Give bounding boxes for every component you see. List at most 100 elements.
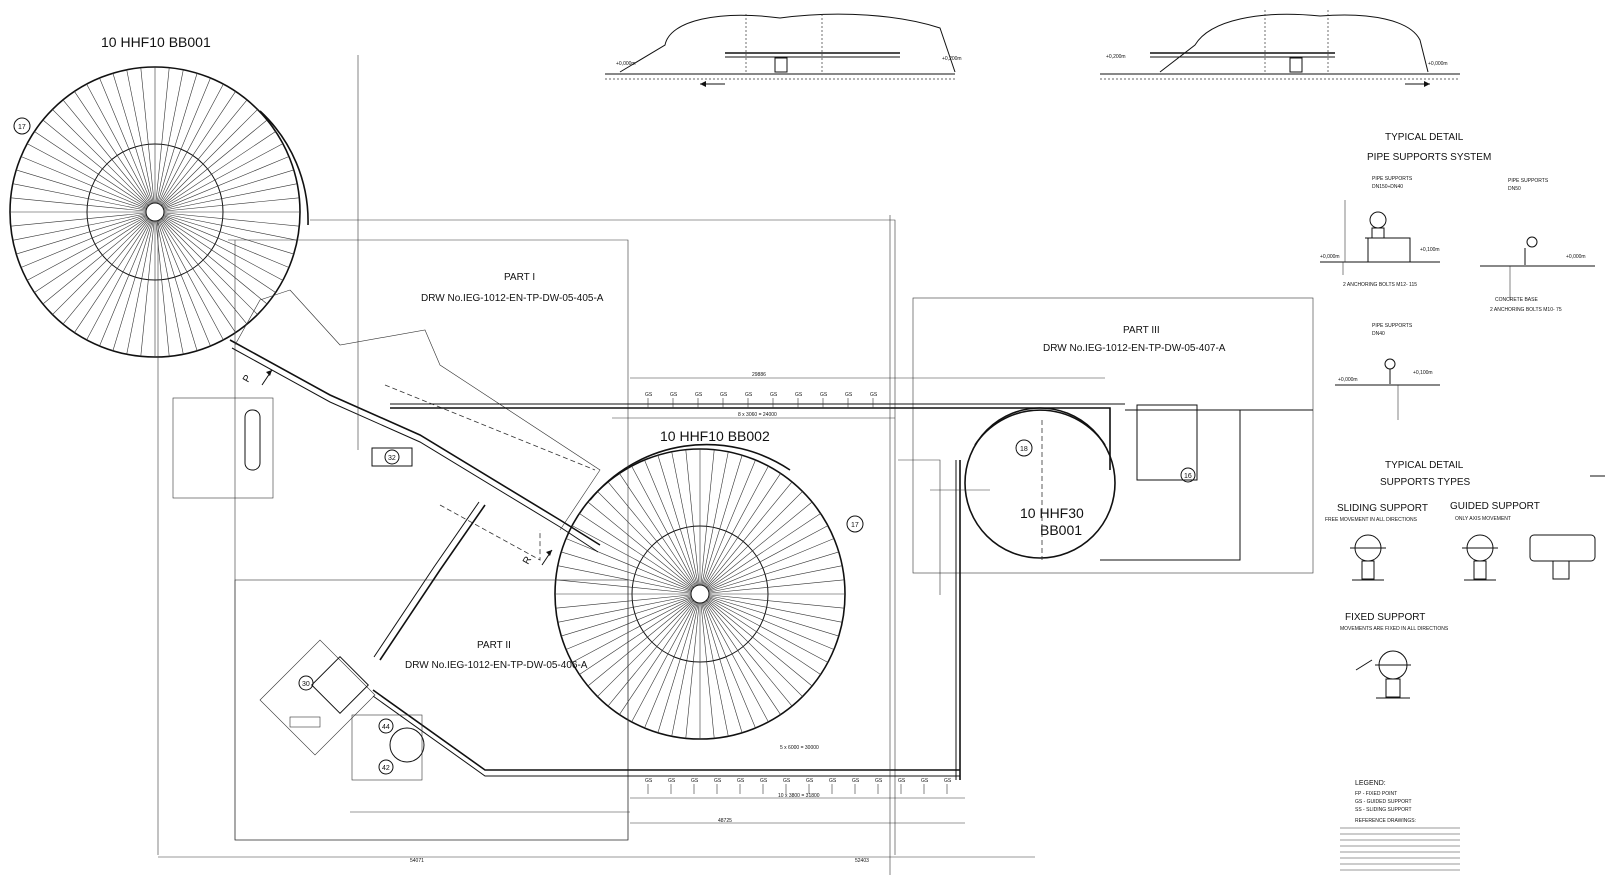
tank-spoke (557, 595, 692, 623)
tank-spoke (701, 602, 729, 737)
support-tag: GS (691, 778, 699, 784)
support-tag: GS (770, 392, 778, 398)
tank-spoke (16, 214, 147, 255)
td1-level-a: +0,000m (1320, 254, 1340, 260)
marker-32: 32 (371, 447, 413, 467)
tank-spoke (703, 601, 769, 723)
tank-spoke (701, 451, 729, 586)
tank-spoke (20, 215, 147, 268)
tank-spoke (707, 597, 829, 663)
tank-3-label-line1: 10 HHF30 (1020, 505, 1084, 521)
tank-3: 10 HHF30 BB001 18 (964, 407, 1116, 560)
support-tag: GS (921, 778, 929, 784)
equipment-pad (172, 397, 274, 499)
tank-spoke (158, 83, 224, 205)
support-tag: GS (820, 392, 828, 398)
spiral-stair (389, 727, 425, 763)
tank-spoke (700, 449, 715, 586)
td1-level-d: +0,000m (1338, 377, 1358, 383)
tank-spoke (140, 67, 155, 204)
tank-2: 10 HHF10 BB002 17 (554, 428, 864, 740)
tank-spoke (631, 601, 697, 723)
tank-spoke (163, 213, 298, 241)
tank-spoke (62, 218, 150, 325)
tank-spoke (619, 473, 696, 587)
tank-spoke (557, 565, 692, 593)
td1-c-pipe (1384, 358, 1396, 370)
tank-1-center-hub (145, 202, 165, 222)
tank-spoke (708, 594, 845, 609)
marker-30: 30 (298, 675, 314, 691)
tank-spoke (12, 183, 147, 211)
legend-item-1: FP - FIXED POINT (1355, 791, 1397, 797)
tank-spoke (555, 594, 692, 609)
tank-spoke (706, 501, 813, 589)
dim-bottom-mid: 48725 (718, 818, 732, 824)
svg-text:17: 17 (851, 522, 859, 529)
support-tag: GS (806, 778, 814, 784)
tank-spoke (99, 220, 152, 347)
svg-text:30: 30 (302, 681, 310, 688)
tank-1-roof-segment (259, 110, 309, 226)
part-3-title: PART III (1123, 325, 1160, 336)
tank-spoke (42, 217, 149, 305)
section-left-level-1: +0,000m (616, 61, 636, 67)
support-tag: GS (898, 778, 906, 784)
section-view-left: +0,000m +0,200m (605, 13, 962, 87)
tank-spoke (159, 91, 236, 205)
tank-spoke (10, 197, 147, 212)
tank-1-marker: 17 (13, 117, 31, 135)
tank-spoke (565, 597, 692, 650)
diagonal-pipe-upper (229, 339, 601, 546)
tank-spoke (561, 551, 692, 592)
tank-spoke (708, 538, 835, 591)
tank-spoke (126, 220, 154, 355)
tank-spoke (597, 600, 694, 697)
td1-support-b-title: PIPE SUPPORTS (1508, 178, 1549, 184)
part-frames (157, 219, 1314, 855)
td1-concrete-base: CONCRETE BASE (1495, 297, 1538, 303)
tank-spoke (579, 513, 693, 590)
tank-spoke (162, 215, 284, 281)
tank-spoke (631, 465, 697, 587)
tank-spoke (708, 565, 843, 593)
tank-spoke (703, 465, 769, 587)
top-horizontal-pipe (390, 407, 1111, 470)
tank-spoke (112, 220, 153, 351)
tank-spoke (34, 216, 148, 293)
typical-detail-support-types: TYPICAL DETAIL SUPPORTS TYPES SLIDING SU… (1325, 460, 1596, 699)
tank-spoke (706, 491, 803, 588)
support-tag: GS (737, 778, 745, 784)
pump-area (259, 639, 425, 781)
dim-bottom-left: 54071 (410, 858, 424, 864)
td2-heading: TYPICAL DETAIL (1385, 460, 1464, 471)
pump-feed-pipe-2 (373, 501, 480, 658)
flow-arrow-r: R (521, 549, 553, 567)
td2-subheading: SUPPORTS TYPES (1380, 477, 1471, 488)
section-left-support (774, 57, 788, 73)
pump-feed-pipe (379, 504, 486, 661)
tank-spoke (86, 219, 152, 341)
td1-level-c: +0,000m (1566, 254, 1586, 260)
tank-spoke (703, 602, 756, 729)
tank-spoke (708, 597, 835, 650)
tank-2-marker: 17 (846, 515, 864, 533)
td1-level-e: +0,100m (1413, 370, 1433, 376)
tank-spoke (587, 599, 694, 687)
part-1-title: PART I (504, 272, 535, 283)
tank-spoke (705, 481, 793, 588)
legend-item-2: GS - GUIDED SUPPORT (1355, 799, 1412, 805)
tank-spoke (685, 602, 700, 739)
part-3-valve-skid (1136, 404, 1198, 481)
tank-spoke (160, 99, 248, 206)
tank-spoke (571, 597, 693, 663)
flow-arrow-p: P (241, 369, 273, 386)
tank-spoke (158, 219, 224, 341)
tank-spoke (571, 525, 693, 591)
tank-spoke (707, 525, 829, 591)
td1-bolts-a: 2 ANCHORING BOLTS M12- 115 (1343, 282, 1417, 288)
tank-spoke (20, 156, 147, 209)
tank-spoke (74, 219, 151, 333)
